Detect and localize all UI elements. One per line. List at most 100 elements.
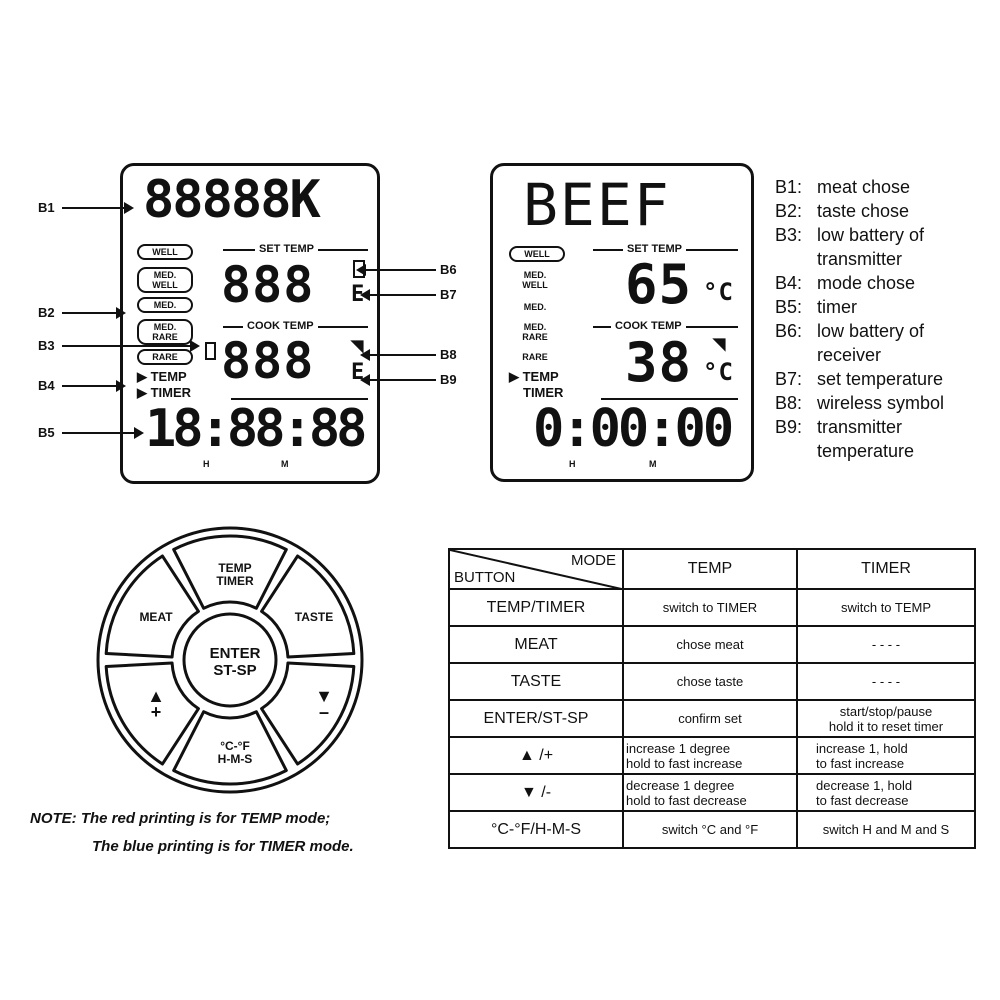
table-cell: increase 1, hold to fast increase <box>796 736 976 775</box>
lcd-all-segments: 88888K SET TEMP 888 E COOK TEMP 888 ◥ E … <box>120 163 380 484</box>
cook-temp-value: 38 <box>625 331 693 394</box>
enter-st-sp-button[interactable]: ENTER ST-SP <box>209 645 261 679</box>
note-line-2: The blue printing is for TIMER mode. <box>92 838 354 855</box>
callout-arrow <box>360 374 436 386</box>
up-segment[interactable] <box>104 661 200 766</box>
taste-med-well: MED. WELL <box>137 267 193 293</box>
callout-arrow <box>360 289 436 301</box>
divider <box>601 398 738 400</box>
table-cell: MEAT <box>448 625 624 664</box>
taste-med-rare: MED. RARE <box>522 322 548 342</box>
table-cell: TEMP/TIMER <box>448 588 624 627</box>
set-temp-value: 65 <box>625 253 693 316</box>
callout-arrow <box>356 264 436 276</box>
callout-b6: B6 <box>440 262 457 277</box>
set-temp-label: SET TEMP <box>623 243 687 256</box>
table-cell: ▼ /- <box>448 773 624 812</box>
header-button: BUTTON <box>454 569 516 586</box>
legend: B1:meat chose B2:taste chose B3:low batt… <box>775 175 947 463</box>
meat-segment[interactable] <box>104 554 200 659</box>
table-cell: confirm set <box>622 699 798 738</box>
set-temp-digits: 888 <box>221 256 315 314</box>
up-triangle-icon: ▲ <box>518 746 535 764</box>
mode-temp: ▶ TEMP <box>509 369 559 384</box>
taste-button[interactable]: TASTE <box>294 610 334 624</box>
timer-value: 0:00:00 <box>533 399 734 459</box>
callout-b3: B3 <box>38 338 55 353</box>
down-minus-button[interactable]: ▼– <box>315 686 333 722</box>
callout-arrow <box>62 340 200 352</box>
callout-b5: B5 <box>38 425 55 440</box>
meat-button[interactable]: MEAT <box>139 610 173 624</box>
down-triangle-icon: ▼ <box>520 783 537 801</box>
up-plus-button[interactable]: ▲+ <box>147 686 165 722</box>
table-cell: chose meat <box>622 625 798 664</box>
taste-med: MED. <box>523 302 547 312</box>
lcd-example-beef: BEEF SET TEMP 65 °C COOK TEMP 38 ◥ °C WE… <box>490 163 754 482</box>
mode-timer: ▶ TIMER <box>137 385 192 400</box>
minute-mark: M <box>649 459 657 469</box>
callout-b8: B8 <box>440 347 457 362</box>
down-segment[interactable] <box>260 661 356 766</box>
taste-well: WELL <box>509 246 565 262</box>
minute-mark: M <box>281 459 289 469</box>
taste-segment[interactable] <box>260 554 356 659</box>
table-row: ▼ /-decrease 1 degree hold to fast decre… <box>448 773 976 812</box>
enter-button-shape[interactable] <box>182 612 278 708</box>
legend-item: B5:timer <box>775 297 857 317</box>
transmitter-battery-icon <box>205 342 216 360</box>
set-temp-unit: °C <box>703 278 734 306</box>
taste-rare: RARE <box>137 349 193 365</box>
unit-segment[interactable] <box>172 710 288 786</box>
button-wheel <box>96 526 364 794</box>
table-cell: - - - - <box>796 625 976 664</box>
wireless-icon: ◥ <box>713 336 726 353</box>
callout-b4: B4 <box>38 378 55 393</box>
cook-temp-digits: 888 <box>221 332 315 390</box>
taste-med-rare: MED. RARE <box>137 319 193 345</box>
legend-item: B9:transmitter temperature <box>775 417 915 461</box>
table-row: ▲ /+increase 1 degree hold to fast incre… <box>448 736 976 775</box>
unit-hms-button[interactable]: °C-°F H-M-S <box>217 739 253 766</box>
meat-segments: 88888K <box>143 170 321 230</box>
note-line-1: NOTE: The red printing is for TEMP mode; <box>30 810 331 827</box>
table-cell: increase 1 degree hold to fast increase <box>622 736 798 775</box>
legend-item: B8:wireless symbol <box>775 393 945 413</box>
hour-mark: H <box>569 459 576 469</box>
divider <box>231 398 368 400</box>
mode-temp: ▶ TEMP <box>137 369 187 384</box>
callout-arrow <box>360 349 436 361</box>
table-cell: TASTE <box>448 662 624 701</box>
legend-item: B1:meat chose <box>775 177 911 197</box>
timer-digits: 18:88:88 <box>145 399 367 459</box>
table-cell: start/stop/pause hold it to reset timer <box>796 699 976 738</box>
table-cell: chose taste <box>622 662 798 701</box>
table-cell: - - - - <box>796 662 976 701</box>
callout-b9: B9 <box>440 372 457 387</box>
meat-display: BEEF <box>523 171 671 239</box>
temp-timer-button[interactable]: TEMP TIMER <box>216 561 254 588</box>
cook-temp-unit: °C <box>703 358 734 386</box>
table-cell: °C-°F/H-M-S <box>448 810 624 849</box>
legend-item: B4:mode chose <box>775 273 916 293</box>
header-temp: TEMP <box>622 548 798 590</box>
temp-timer-segment[interactable] <box>172 534 288 610</box>
table-header-row: MODE BUTTON TEMP TIMER <box>448 548 976 590</box>
hour-mark: H <box>203 459 210 469</box>
callout-arrow <box>62 202 134 214</box>
table-cell: ENTER/ST-SP <box>448 699 624 738</box>
callout-b1: B1 <box>38 200 55 215</box>
callout-b7: B7 <box>440 287 457 302</box>
table-cell: ▲ /+ <box>448 736 624 775</box>
legend-item: B3:low battery of transmitter <box>775 225 925 269</box>
table-cell: switch H and M and S <box>796 810 976 849</box>
header-timer: TIMER <box>796 548 976 590</box>
header-mode: MODE <box>571 552 616 569</box>
